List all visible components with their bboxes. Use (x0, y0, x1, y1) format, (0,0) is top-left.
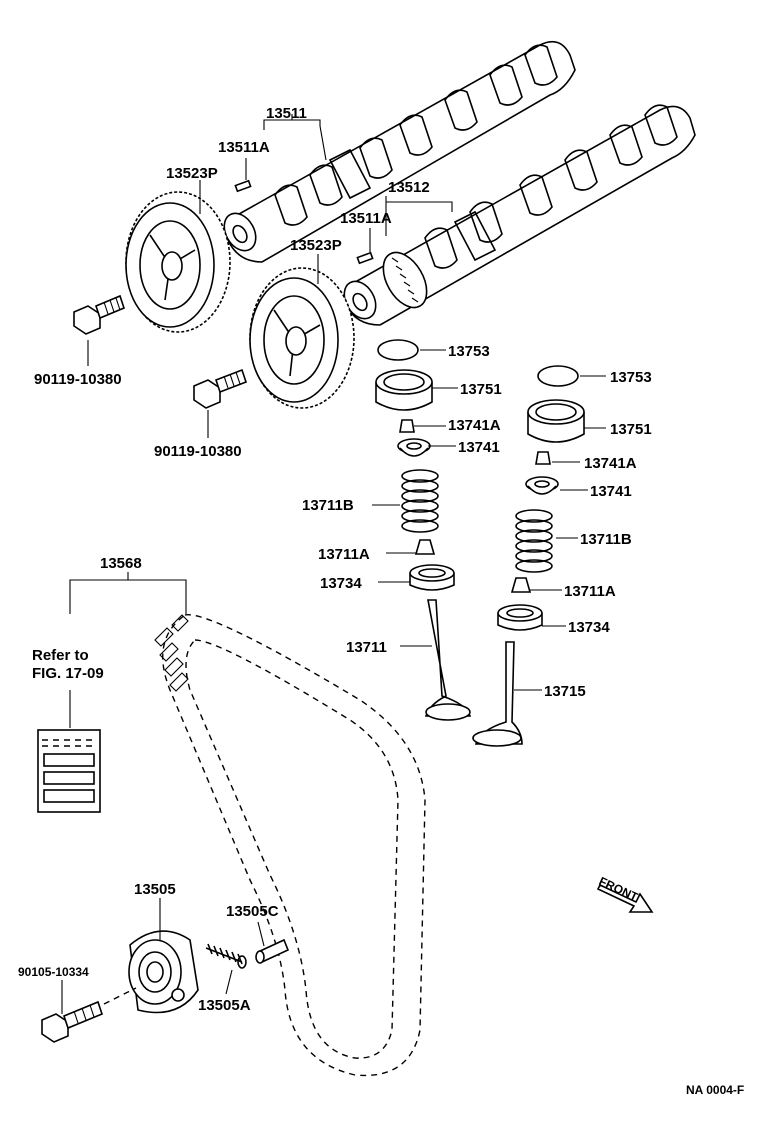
label-13512: 13512 (388, 179, 430, 196)
label-13511a-1: 13511A (218, 139, 270, 156)
camshaft-timing-pulley-1 (125, 191, 231, 333)
valve-stack-right (472, 365, 585, 747)
gear-bolt-2 (193, 368, 248, 409)
timing-belt (154, 614, 426, 1077)
valve-keeper-left (399, 419, 415, 433)
exhaust-valve (424, 599, 472, 721)
valve-lifter-right (527, 399, 585, 443)
label-spring-right: 13711B (580, 531, 632, 548)
label-shim-right: 13753 (610, 369, 652, 386)
diagram-code: NA 0004-F (686, 1083, 744, 1097)
label-refer-line2: FIG. 17-09 (32, 665, 104, 682)
label-belt: 13568 (100, 555, 142, 572)
front-direction-arrow (596, 883, 654, 913)
knock-pin-2 (356, 251, 374, 265)
label-tensioner: 13505 (134, 881, 176, 898)
label-seat-left: 13734 (320, 575, 362, 592)
adjusting-shim-right (537, 365, 579, 387)
intake-valve (472, 641, 523, 747)
valve-stem-seal-left (414, 539, 436, 555)
spring-seat-right (497, 604, 543, 631)
valve-spring-left (401, 469, 439, 533)
label-lifter-left: 13751 (460, 381, 502, 398)
label-13511a-2: 13511A (340, 210, 392, 227)
label-valve-left: 13711 (346, 639, 387, 656)
label-shim-left: 13753 (448, 343, 490, 360)
knock-pin-1 (234, 179, 252, 193)
gear-bolt-1 (73, 294, 125, 335)
label-keeper-right: 13741A (584, 455, 637, 472)
belt-info-card (37, 729, 101, 813)
label-tensioner-bolt: 90105-10334 (18, 965, 89, 979)
label-13511: 13511 (266, 105, 307, 122)
label-front: FRONT (597, 874, 641, 904)
label-refer-line1: Refer to (32, 647, 89, 664)
label-seal-left: 13711A (318, 546, 370, 563)
label-bolt-1: 90119-10380 (34, 371, 122, 388)
camshaft-exhaust (223, 40, 576, 263)
adjusting-shim-left (377, 339, 419, 361)
valve-keeper-right (535, 451, 551, 465)
timing-belt-tensioner (128, 930, 199, 1014)
label-tensioner-pin: 13505C (226, 903, 279, 920)
camshaft-intake (343, 104, 696, 326)
label-spring-left: 13711B (302, 497, 354, 514)
spring-retainer-left (397, 438, 431, 457)
label-bolt-2: 90119-10380 (154, 443, 242, 460)
label-seal-right: 13711A (564, 583, 616, 600)
label-13523p-1: 13523P (166, 165, 218, 182)
valve-lifter-left (375, 369, 433, 411)
label-seat-right: 13734 (568, 619, 610, 636)
spring-retainer-right (525, 476, 559, 495)
tensioner-bolt (41, 987, 137, 1043)
label-valve-right: 13715 (544, 683, 586, 700)
valve-stack-left (375, 339, 472, 721)
tensioner-pin (255, 938, 290, 964)
camshaft-timing-pulley-2 (249, 267, 355, 409)
spring-seat-left (409, 564, 455, 591)
label-retainer-right: 13741 (590, 483, 632, 500)
valve-spring-right (515, 509, 553, 573)
valve-stem-seal-right (510, 577, 532, 593)
leader-lines (61, 114, 606, 1014)
label-13523p-2: 13523P (290, 237, 342, 254)
tensioner-spring (205, 943, 247, 969)
label-lifter-right: 13751 (610, 421, 652, 438)
label-keeper-left: 13741A (448, 417, 501, 434)
label-retainer-left: 13741 (458, 439, 500, 456)
label-tensioner-spring: 13505A (198, 997, 251, 1014)
part-labels: 13511 13511A 13523P 13512 13511A 13523P … (18, 105, 744, 1097)
